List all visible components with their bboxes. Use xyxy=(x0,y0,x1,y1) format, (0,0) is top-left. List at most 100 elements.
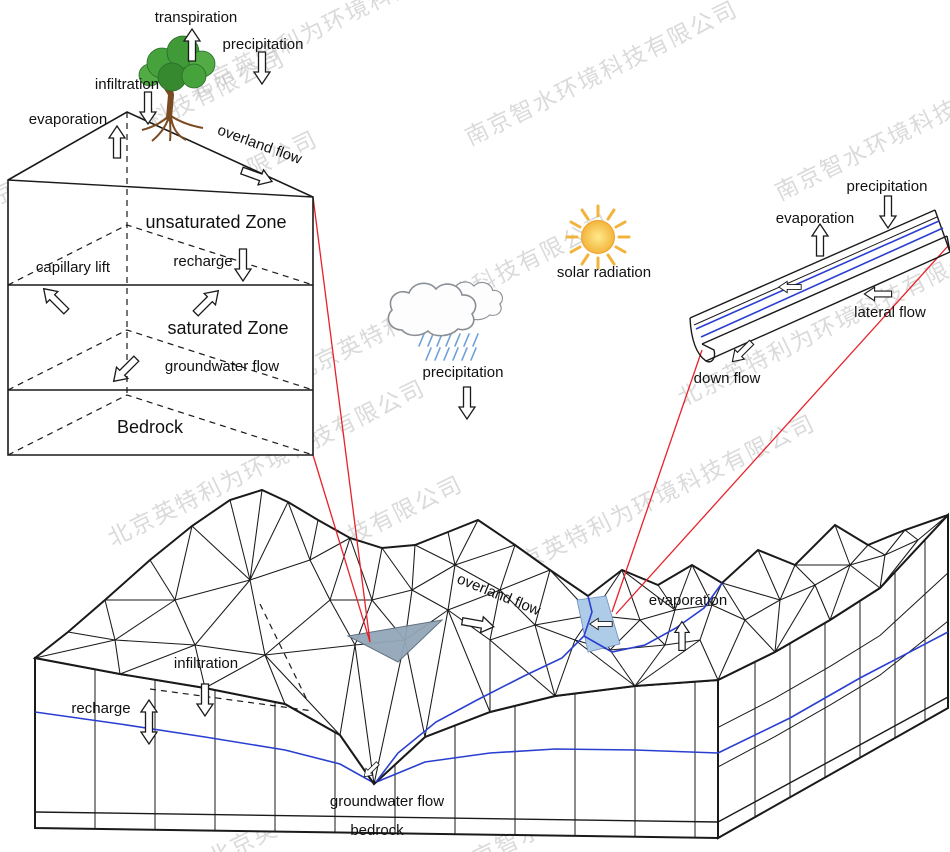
mesh-edge xyxy=(699,639,719,681)
label-recharge: recharge xyxy=(71,700,130,717)
terrain-block xyxy=(32,488,949,840)
mesh-edge xyxy=(249,501,289,581)
label-saturated-zone: saturated Zone xyxy=(167,318,288,338)
column-link-line xyxy=(312,196,371,643)
mesh-edge xyxy=(264,599,331,656)
hidden-back-edge xyxy=(7,394,314,456)
label-precipitation: precipitation xyxy=(223,36,304,53)
river-tributary xyxy=(583,582,723,653)
mesh-edge xyxy=(757,549,781,601)
mesh-edge xyxy=(879,554,886,589)
watermark-text: 南京智水环境科技有限公司 xyxy=(461,0,742,150)
detail-link-lines xyxy=(312,196,949,643)
label-lateral-flow: lateral flow xyxy=(854,304,926,321)
soil-column-detail: transpiration precipitation infiltration… xyxy=(7,9,314,456)
mesh-edge xyxy=(371,589,413,601)
mesh-edge xyxy=(489,624,536,641)
mesh-edge xyxy=(609,644,666,651)
mesh-edge xyxy=(721,582,746,621)
label-evaporation: evaporation xyxy=(776,210,854,227)
mesh-edge xyxy=(411,589,449,611)
mesh-edge xyxy=(424,609,449,738)
mesh-edge xyxy=(309,537,351,561)
mesh-edge xyxy=(699,604,713,641)
mesh-edge xyxy=(534,569,551,626)
right-grid-row-line xyxy=(717,572,949,728)
mesh-edge xyxy=(194,644,206,689)
tin-mesh-layer xyxy=(34,489,949,785)
mesh-edge xyxy=(849,544,869,566)
mesh-edge xyxy=(664,609,676,646)
mesh-edge xyxy=(849,564,881,589)
mesh-edge xyxy=(717,619,746,681)
mesh-edge xyxy=(354,644,375,785)
water-table-right-line xyxy=(717,631,949,754)
selected-triangle-element xyxy=(346,619,444,663)
mesh-edge xyxy=(371,547,383,601)
mesh-edge xyxy=(447,531,456,566)
mesh-edge xyxy=(499,589,536,626)
mesh-edge xyxy=(489,639,556,697)
mesh-edge xyxy=(229,499,251,581)
mesh-edge xyxy=(884,529,906,556)
channel-far-rim xyxy=(689,209,936,319)
mesh-edge xyxy=(174,579,251,601)
mesh-edge xyxy=(411,544,416,591)
precipitation-down-arrow xyxy=(458,386,476,420)
mesh-edge xyxy=(639,619,666,646)
mesh-edge xyxy=(744,619,776,653)
column-box xyxy=(7,111,314,456)
mesh-edge xyxy=(264,644,356,656)
atmosphere: precipitation solar radiation xyxy=(387,204,651,420)
mesh-edge xyxy=(309,559,331,601)
mesh-edge xyxy=(149,559,176,601)
mesh-edge xyxy=(814,564,851,586)
channel-water-edge xyxy=(700,227,944,338)
label-recharge: recharge xyxy=(173,253,232,270)
channel-end-cap xyxy=(689,317,716,363)
column-link-line xyxy=(312,454,371,643)
channel-water-edge xyxy=(695,220,940,330)
bedrock-front-line xyxy=(34,811,719,823)
mesh-edge xyxy=(191,525,251,581)
mesh-edge xyxy=(414,544,456,566)
mesh-edge xyxy=(884,539,919,556)
mesh-edge xyxy=(534,624,576,641)
mesh-edge xyxy=(249,489,263,581)
hidden-edge-dashed xyxy=(149,688,314,712)
mesh-edge xyxy=(879,539,919,589)
mesh-edge xyxy=(411,564,456,591)
label-bedrock: Bedrock xyxy=(117,417,184,437)
column-top-edge xyxy=(7,179,314,198)
mesh-edge xyxy=(114,599,176,641)
mesh-edge xyxy=(721,582,781,601)
label-infiltration: infiltration xyxy=(174,655,238,672)
mesh-edge xyxy=(249,579,266,656)
mesh-edge xyxy=(67,631,116,641)
mesh-edge xyxy=(264,654,286,705)
label-infiltration: infiltration xyxy=(95,76,159,93)
mesh-edge xyxy=(829,564,851,621)
label-groundwater-flow: groundwater flow xyxy=(165,358,279,375)
evaporation-up-arrow xyxy=(811,223,829,257)
mesh-edge xyxy=(373,639,406,785)
channel-right-end xyxy=(934,209,950,253)
mesh-edge xyxy=(609,649,636,687)
mesh-edge xyxy=(454,519,479,566)
mesh-edge xyxy=(194,644,266,656)
label-groundwater-flow: groundwater flow xyxy=(330,793,444,810)
bedrock-right-line xyxy=(717,696,949,823)
mesh-edge xyxy=(489,589,501,641)
channel-detail: precipitation evaporation lateral flow d… xyxy=(689,178,950,387)
front-face-grid xyxy=(94,669,696,838)
mesh-edge xyxy=(657,584,676,611)
mesh-edge xyxy=(634,639,701,687)
mesh-edge xyxy=(499,544,516,591)
mesh-edge xyxy=(904,529,919,541)
mesh-edge xyxy=(174,599,196,646)
mesh-edge xyxy=(34,639,116,659)
mesh-edge xyxy=(119,644,196,675)
mesh-edge xyxy=(287,501,311,561)
